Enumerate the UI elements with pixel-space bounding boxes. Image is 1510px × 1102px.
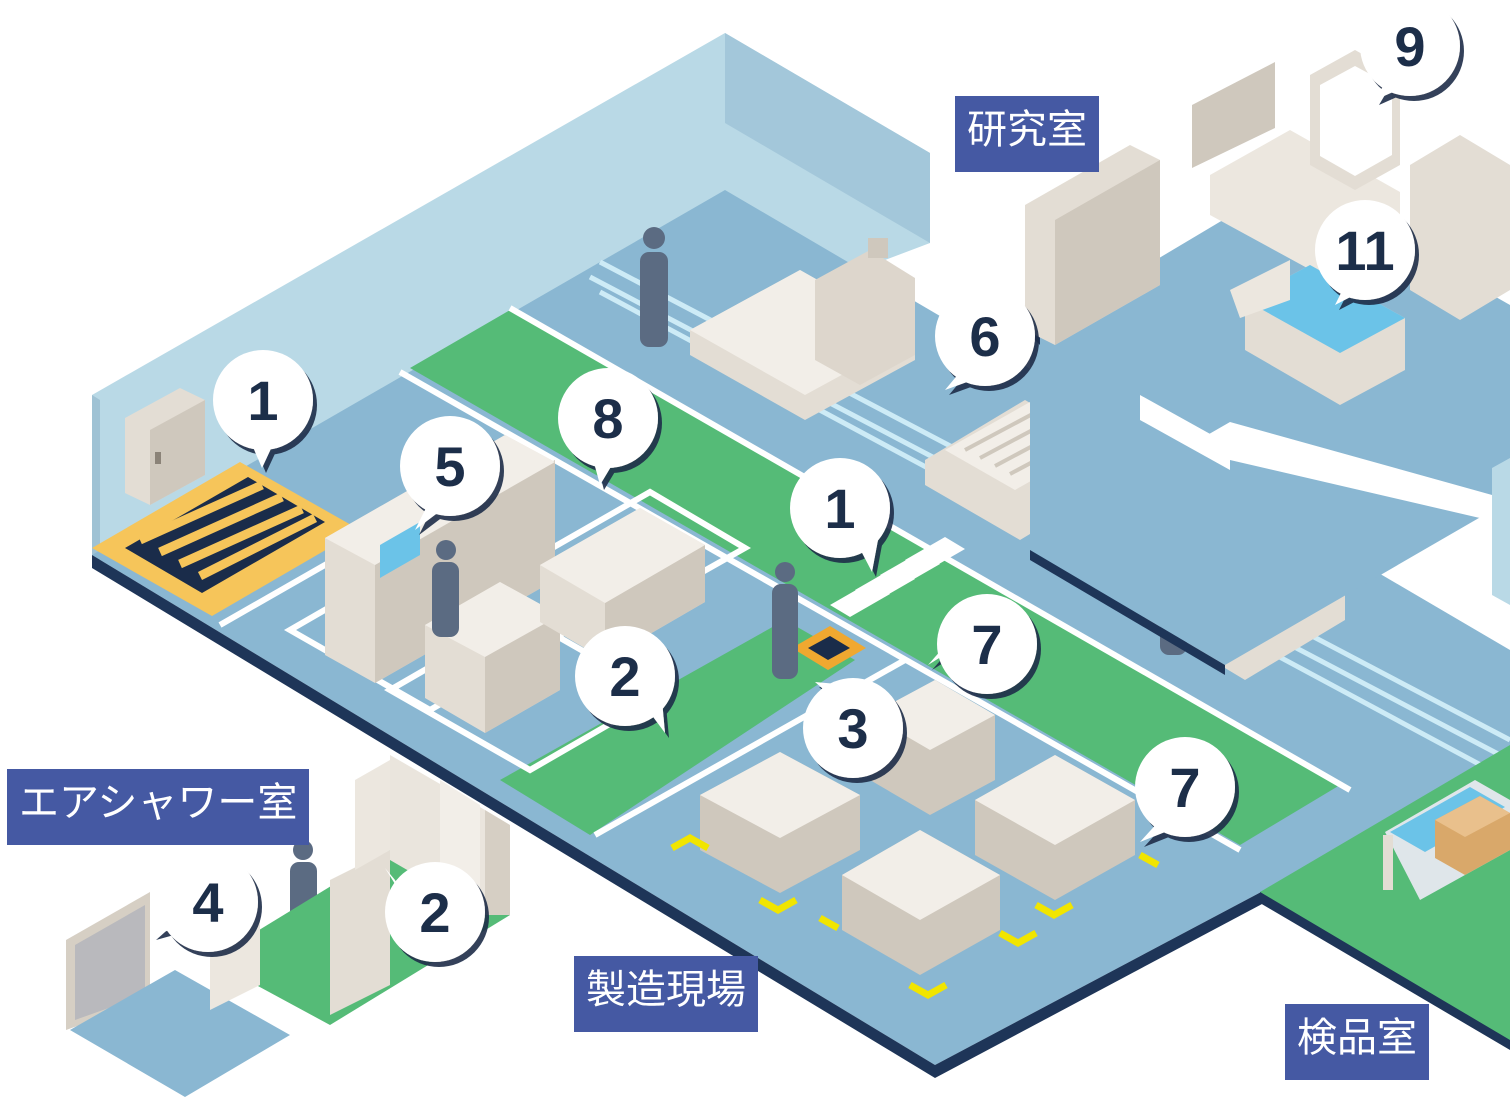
callout-11-lab-table[interactable]: 11 — [1315, 200, 1415, 305]
room-label-inspection: 検品室 — [1285, 1004, 1429, 1080]
callout-8-green-walkway[interactable]: 8 — [558, 368, 658, 485]
callout-5-machine[interactable]: 5 — [400, 416, 500, 530]
pallet-markers — [670, 833, 1160, 1000]
callout-number: 7 — [1169, 756, 1200, 819]
callout-number: 4 — [192, 871, 223, 934]
callout-number: 7 — [971, 613, 1002, 676]
callout-1-crosswalk[interactable]: 1 — [790, 458, 890, 572]
callout-2-walkway[interactable]: 2 — [575, 626, 675, 733]
callout-7-pallet-area[interactable]: 7 — [928, 594, 1037, 694]
callout-2-air-shower[interactable]: 2 — [385, 862, 485, 962]
callout-7-pallet-marker[interactable]: 7 — [1135, 737, 1235, 842]
crosswalk — [830, 537, 965, 617]
callout-number: 1 — [824, 477, 855, 540]
back-machine — [690, 238, 915, 420]
callout-number: 6 — [969, 305, 1000, 368]
room-label-manufacturing: 製造現場 — [574, 956, 758, 1032]
stacked-pallets — [700, 680, 1135, 975]
room-label-air-shower: エアシャワー室 — [7, 769, 310, 845]
callout-4-air-shower-door[interactable]: 4 — [152, 852, 258, 952]
callout-number: 11 — [1335, 219, 1394, 282]
room-label-research: 研究室 — [955, 96, 1099, 172]
wall-cabinet — [125, 388, 205, 505]
callout-number: 9 — [1394, 15, 1425, 78]
callout-6-conveyor[interactable]: 6 — [935, 286, 1035, 390]
callout-number: 2 — [609, 645, 640, 708]
callout-3-floor-sign[interactable]: 3 — [803, 678, 903, 778]
callout-number: 1 — [247, 369, 278, 432]
callout-number: 3 — [837, 697, 868, 760]
callout-number: 2 — [419, 881, 450, 944]
inspection-room — [1260, 458, 1510, 1050]
callout-number: 5 — [434, 435, 465, 498]
callout-9-monitor[interactable]: 9 — [1360, 0, 1460, 100]
hazard-mat — [92, 462, 360, 616]
callout-number: 8 — [592, 387, 623, 450]
floor-sign — [792, 626, 866, 670]
callout-1-hazard-mat[interactable]: 1 — [213, 350, 313, 468]
